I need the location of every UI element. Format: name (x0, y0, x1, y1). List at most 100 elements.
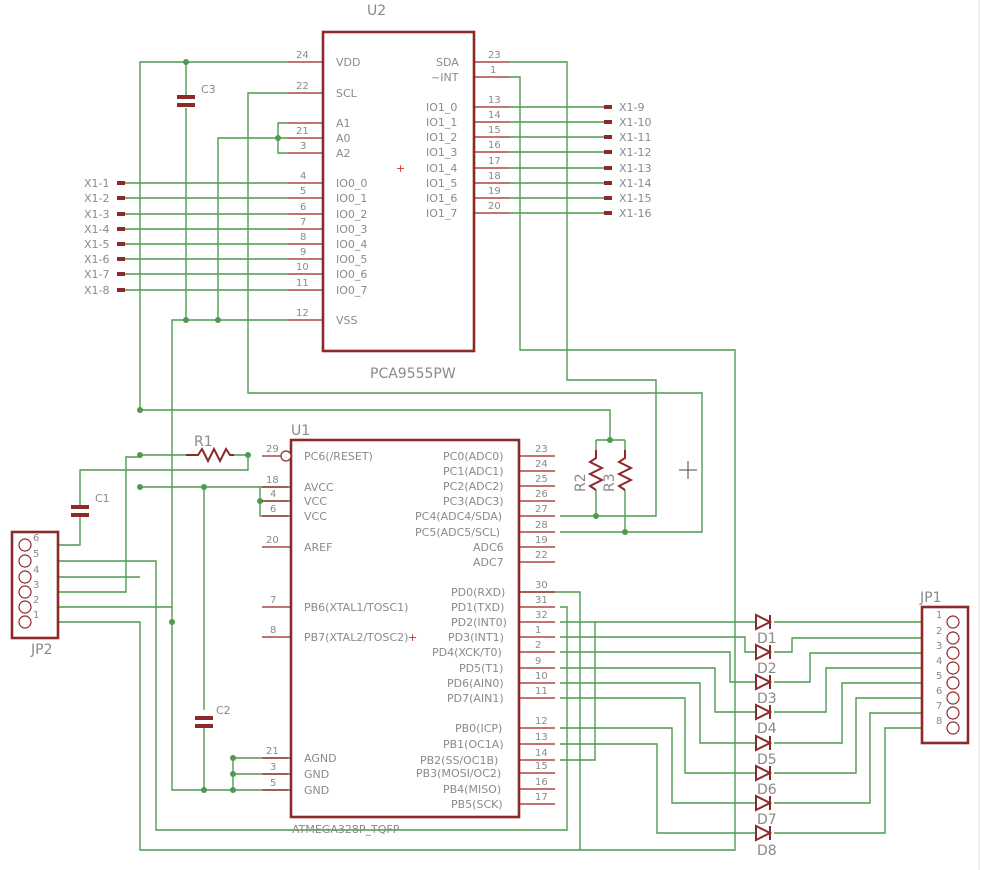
x1-left-wires (123, 182, 288, 291)
schematic-label: 4 (300, 171, 306, 182)
schematic-label: PC5(ADC5/SCL) (415, 526, 500, 539)
resistor-r3[interactable]: R3 (602, 450, 634, 492)
schematic-label: PC6(/RESET) (304, 450, 373, 463)
schematic-label: 19 (535, 535, 548, 546)
header-jp1[interactable]: JP1 1 2 3 4 5 6 7 8 (919, 590, 970, 745)
capacitor-c3[interactable]: C3 (177, 83, 216, 107)
junctions (137, 59, 628, 793)
schematic-label: VSS (336, 314, 358, 327)
schematic-label: 27 (535, 504, 548, 515)
schematic-label: 20 (488, 201, 501, 212)
schematic-label: VCC (304, 495, 327, 508)
schematic-label: A0 (336, 132, 351, 145)
schematic-label: D7 (757, 812, 777, 828)
schematic-label: 4 (936, 656, 942, 667)
schematic-label: 11 (535, 686, 548, 697)
schematic-label: PB2(SS/OC1B) (420, 754, 498, 767)
schematic-label: 23 (488, 50, 501, 61)
r3-label: R3 (602, 473, 618, 492)
schematic-label: IO0_0 (336, 177, 367, 190)
schematic-label: D8 (757, 843, 777, 859)
schematic-label: PD5(T1) (459, 662, 503, 675)
schematic-label: 2 (33, 595, 39, 606)
x1-label: X1-6 (84, 253, 110, 266)
schematic-label: D1 (757, 631, 777, 647)
schematic-label: IO1_0 (426, 101, 457, 114)
x1-label: X1-3 (84, 208, 110, 221)
schematic-label: IO1_5 (426, 177, 457, 190)
wires (58, 61, 922, 851)
header-jp2[interactable]: JP2 6 5 4 3 2 1 (10, 530, 60, 658)
schematic-label: 6 (33, 533, 39, 544)
x1-left-connectors[interactable]: X1-1 X1-2 X1-3 X1-4 X1-5 X1-6 X1-7 X1-8 (84, 177, 125, 297)
u2-right-pins (474, 61, 510, 214)
diodes[interactable]: D1 D2 D3 D4 D5 D6 D7 D8 (755, 613, 777, 859)
x1-label: X1-15 (619, 192, 652, 205)
resistor-r2[interactable]: R2 (573, 450, 605, 492)
schematic-label: 1 (33, 610, 39, 621)
schematic-label: D6 (757, 782, 777, 798)
schematic-label: PD6(AIN0) (447, 677, 504, 690)
schematic-label: 16 (488, 140, 501, 151)
schematic-label: 10 (535, 671, 548, 682)
schematic-label: 3 (300, 141, 306, 152)
schematic-label: A2 (336, 147, 351, 160)
x1-label: X1-7 (84, 268, 110, 281)
schematic-label: 6 (270, 504, 276, 515)
schematic-label: IO1_6 (426, 192, 457, 205)
u2-ref: U2 (367, 3, 386, 19)
x1-label: X1-9 (619, 101, 645, 114)
x1-label: X1-1 (84, 177, 110, 190)
schematic-label: 23 (535, 444, 548, 455)
schematic-label: PC4(ADC4/SDA) (415, 510, 502, 523)
schematic-label: PD1(TXD) (451, 601, 504, 614)
schematic-label: 9 (300, 247, 306, 258)
schematic-label: 4 (270, 489, 276, 500)
schematic-label: IO0_2 (336, 208, 367, 221)
schematic-label: 3 (270, 762, 276, 773)
x1-right-connectors[interactable]: X1-9 X1-10 X1-11 X1-12 X1-13 X1-14 X1-15… (604, 101, 652, 220)
schematic-label: 19 (488, 186, 501, 197)
x1-label: X1-13 (619, 162, 652, 175)
u1-left-labels: 29 PC6(/RESET) 18 AVCC 4 VCC 6 VCC 20 AR… (266, 444, 408, 797)
schematic-label: 2 (535, 640, 541, 651)
schematic-label: PC1(ADC1) (443, 465, 504, 478)
x1-label: X1-8 (84, 284, 110, 297)
schematic-label: IO1_3 (426, 146, 457, 159)
jp1-label: JP1 (919, 590, 941, 606)
schematic-label: AREF (304, 541, 332, 554)
schematic-label: 5 (300, 186, 306, 197)
u1-atmega328p[interactable]: U1 ATMEGA328P_TQFP + 29 PC6(/RESET) 18 A… (262, 423, 555, 836)
schematic-label: 31 (535, 595, 548, 606)
schematic-label: PD7(AIN1) (447, 692, 504, 705)
schematic-label: 5 (33, 549, 39, 560)
schematic-label: IO0_4 (336, 238, 367, 251)
schematic-label: 1 (490, 65, 496, 76)
diode-d1: D1 (755, 613, 777, 647)
x1-label: X1-10 (619, 116, 652, 129)
r2-label: R2 (573, 473, 589, 492)
resistor-r1[interactable]: R1 (186, 434, 234, 464)
x1-label: X1-14 (619, 177, 652, 190)
u1-right-labels: 23 PC0(ADC0) 24 PC1(ADC1) 25 PC2(ADC2) 2… (415, 444, 548, 811)
x1-label: X1-11 (619, 131, 652, 144)
x1-right-wires (510, 106, 606, 214)
capacitor-c2[interactable]: C2 (195, 704, 231, 728)
diode-d7: D7 (755, 794, 777, 828)
u2-pca9555[interactable]: U2 PCA9555PW + 24 VDD 22 SCL A1 21 A0 3 … (288, 3, 510, 382)
capacitor-c1[interactable]: C1 (71, 492, 110, 517)
schematic-label: AGND (304, 752, 337, 765)
schematic-label: VDD (336, 56, 360, 69)
schematic-label: PD0(RXD) (451, 586, 505, 599)
schematic-label: 6 (300, 202, 306, 213)
schematic-label: D3 (757, 691, 777, 707)
schematic-label: A1 (336, 117, 351, 130)
diode-d8: D8 (755, 824, 777, 859)
schematic-label: 9 (535, 656, 541, 667)
diode-d3: D3 (755, 673, 777, 707)
schematic-label: PB6(XTAL1/TOSC1) (304, 601, 408, 614)
x1-label: X1-2 (84, 192, 110, 205)
schematic-label: ~INT (431, 71, 459, 84)
schematic-label: 28 (535, 520, 548, 531)
